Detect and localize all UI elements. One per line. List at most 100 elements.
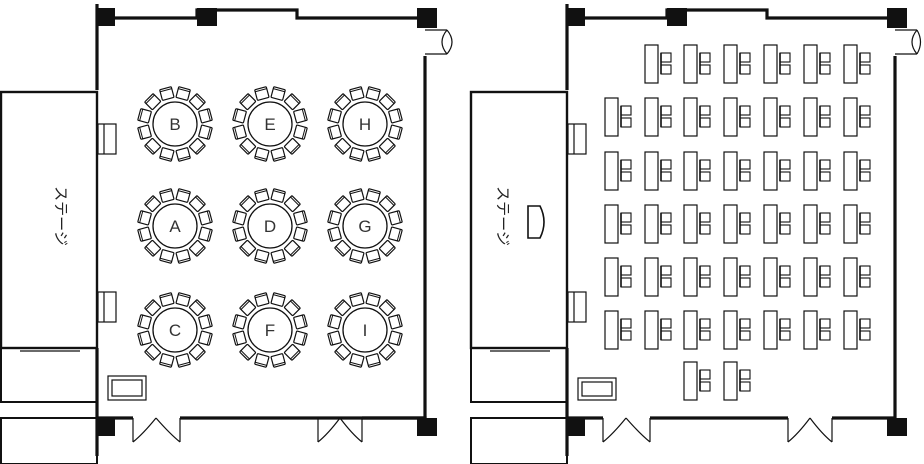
desk-with-seats [763,151,791,191]
chair [175,249,191,264]
table-label: D [264,217,276,236]
classroom-floor-plan: ステージ [469,4,922,464]
desk-with-seats [723,204,751,244]
chair [334,299,352,317]
chair [137,108,152,124]
desk-with-seats [604,97,632,137]
cabinet [577,377,617,401]
chair [365,188,381,203]
chair [378,299,396,317]
wall-fixtures [97,123,117,323]
table-label: A [169,217,181,236]
chair [293,314,308,330]
round-table-I: I [327,292,403,368]
table-label: H [359,115,371,134]
desk-with-seats [683,361,711,401]
desk-with-seats [843,151,871,191]
chair [293,108,308,124]
chair [327,124,342,140]
desk-with-seats [843,257,871,297]
chair [159,249,175,264]
chair [175,147,191,162]
chair [349,353,365,368]
chair [232,108,247,124]
chair [327,108,342,124]
chair [159,147,175,162]
chair [239,299,257,317]
desk-with-seats [723,361,751,401]
desk-with-seats [803,151,831,191]
chair [232,330,247,346]
chair [232,314,247,330]
chair [198,330,213,346]
desk-with-seats [803,310,831,350]
chair [137,124,152,140]
cabinet [107,375,147,401]
chair [327,210,342,226]
chair [254,249,270,264]
chair [159,86,175,101]
chair [239,93,257,111]
table-label: I [363,321,368,340]
table-top [247,101,293,147]
stage-area: ステージ [469,90,569,464]
chair [388,226,403,242]
desk-with-seats [763,44,791,84]
chair [175,188,191,203]
desk-with-seats [604,151,632,191]
desk-with-seats [803,204,831,244]
chair [378,93,396,111]
chair [349,292,365,307]
chair [188,239,206,257]
chair [334,195,352,213]
chair [270,292,286,307]
wall-fixtures [567,123,587,323]
chair [378,137,396,155]
stage-label: ステージ [494,186,512,246]
chair [270,86,286,101]
desk-with-seats [644,204,672,244]
chair [388,210,403,226]
door-bottom-left [602,417,651,443]
desk-with-seats [843,44,871,84]
chair [349,86,365,101]
chair [254,86,270,101]
table-label: G [358,217,371,236]
desk-with-seats [723,257,751,297]
chair [239,195,257,213]
desk-with-seats [843,204,871,244]
chair [293,124,308,140]
desk-with-seats [723,44,751,84]
desk-with-seats [644,310,672,350]
desk-with-seats [644,44,672,84]
chair [254,292,270,307]
chair [283,239,301,257]
round-table-C: C [137,292,213,368]
desk-with-seats [763,310,791,350]
desk-with-seats [604,257,632,297]
chair [198,226,213,242]
chair [270,188,286,203]
door-bottom-right [787,417,833,443]
desk-with-seats [683,204,711,244]
chair [365,147,381,162]
chair [283,299,301,317]
chair [144,195,162,213]
chair [188,137,206,155]
chair [159,188,175,203]
table-top [152,101,198,147]
door-upper-right [425,29,453,55]
chair [293,210,308,226]
desk-with-seats [843,97,871,137]
desk-with-seats [683,151,711,191]
chair [388,108,403,124]
chair [388,124,403,140]
desk-with-seats [803,97,831,137]
chair [239,239,257,257]
door-bottom-right [317,417,363,443]
chair [232,226,247,242]
chair [270,147,286,162]
chair [327,314,342,330]
